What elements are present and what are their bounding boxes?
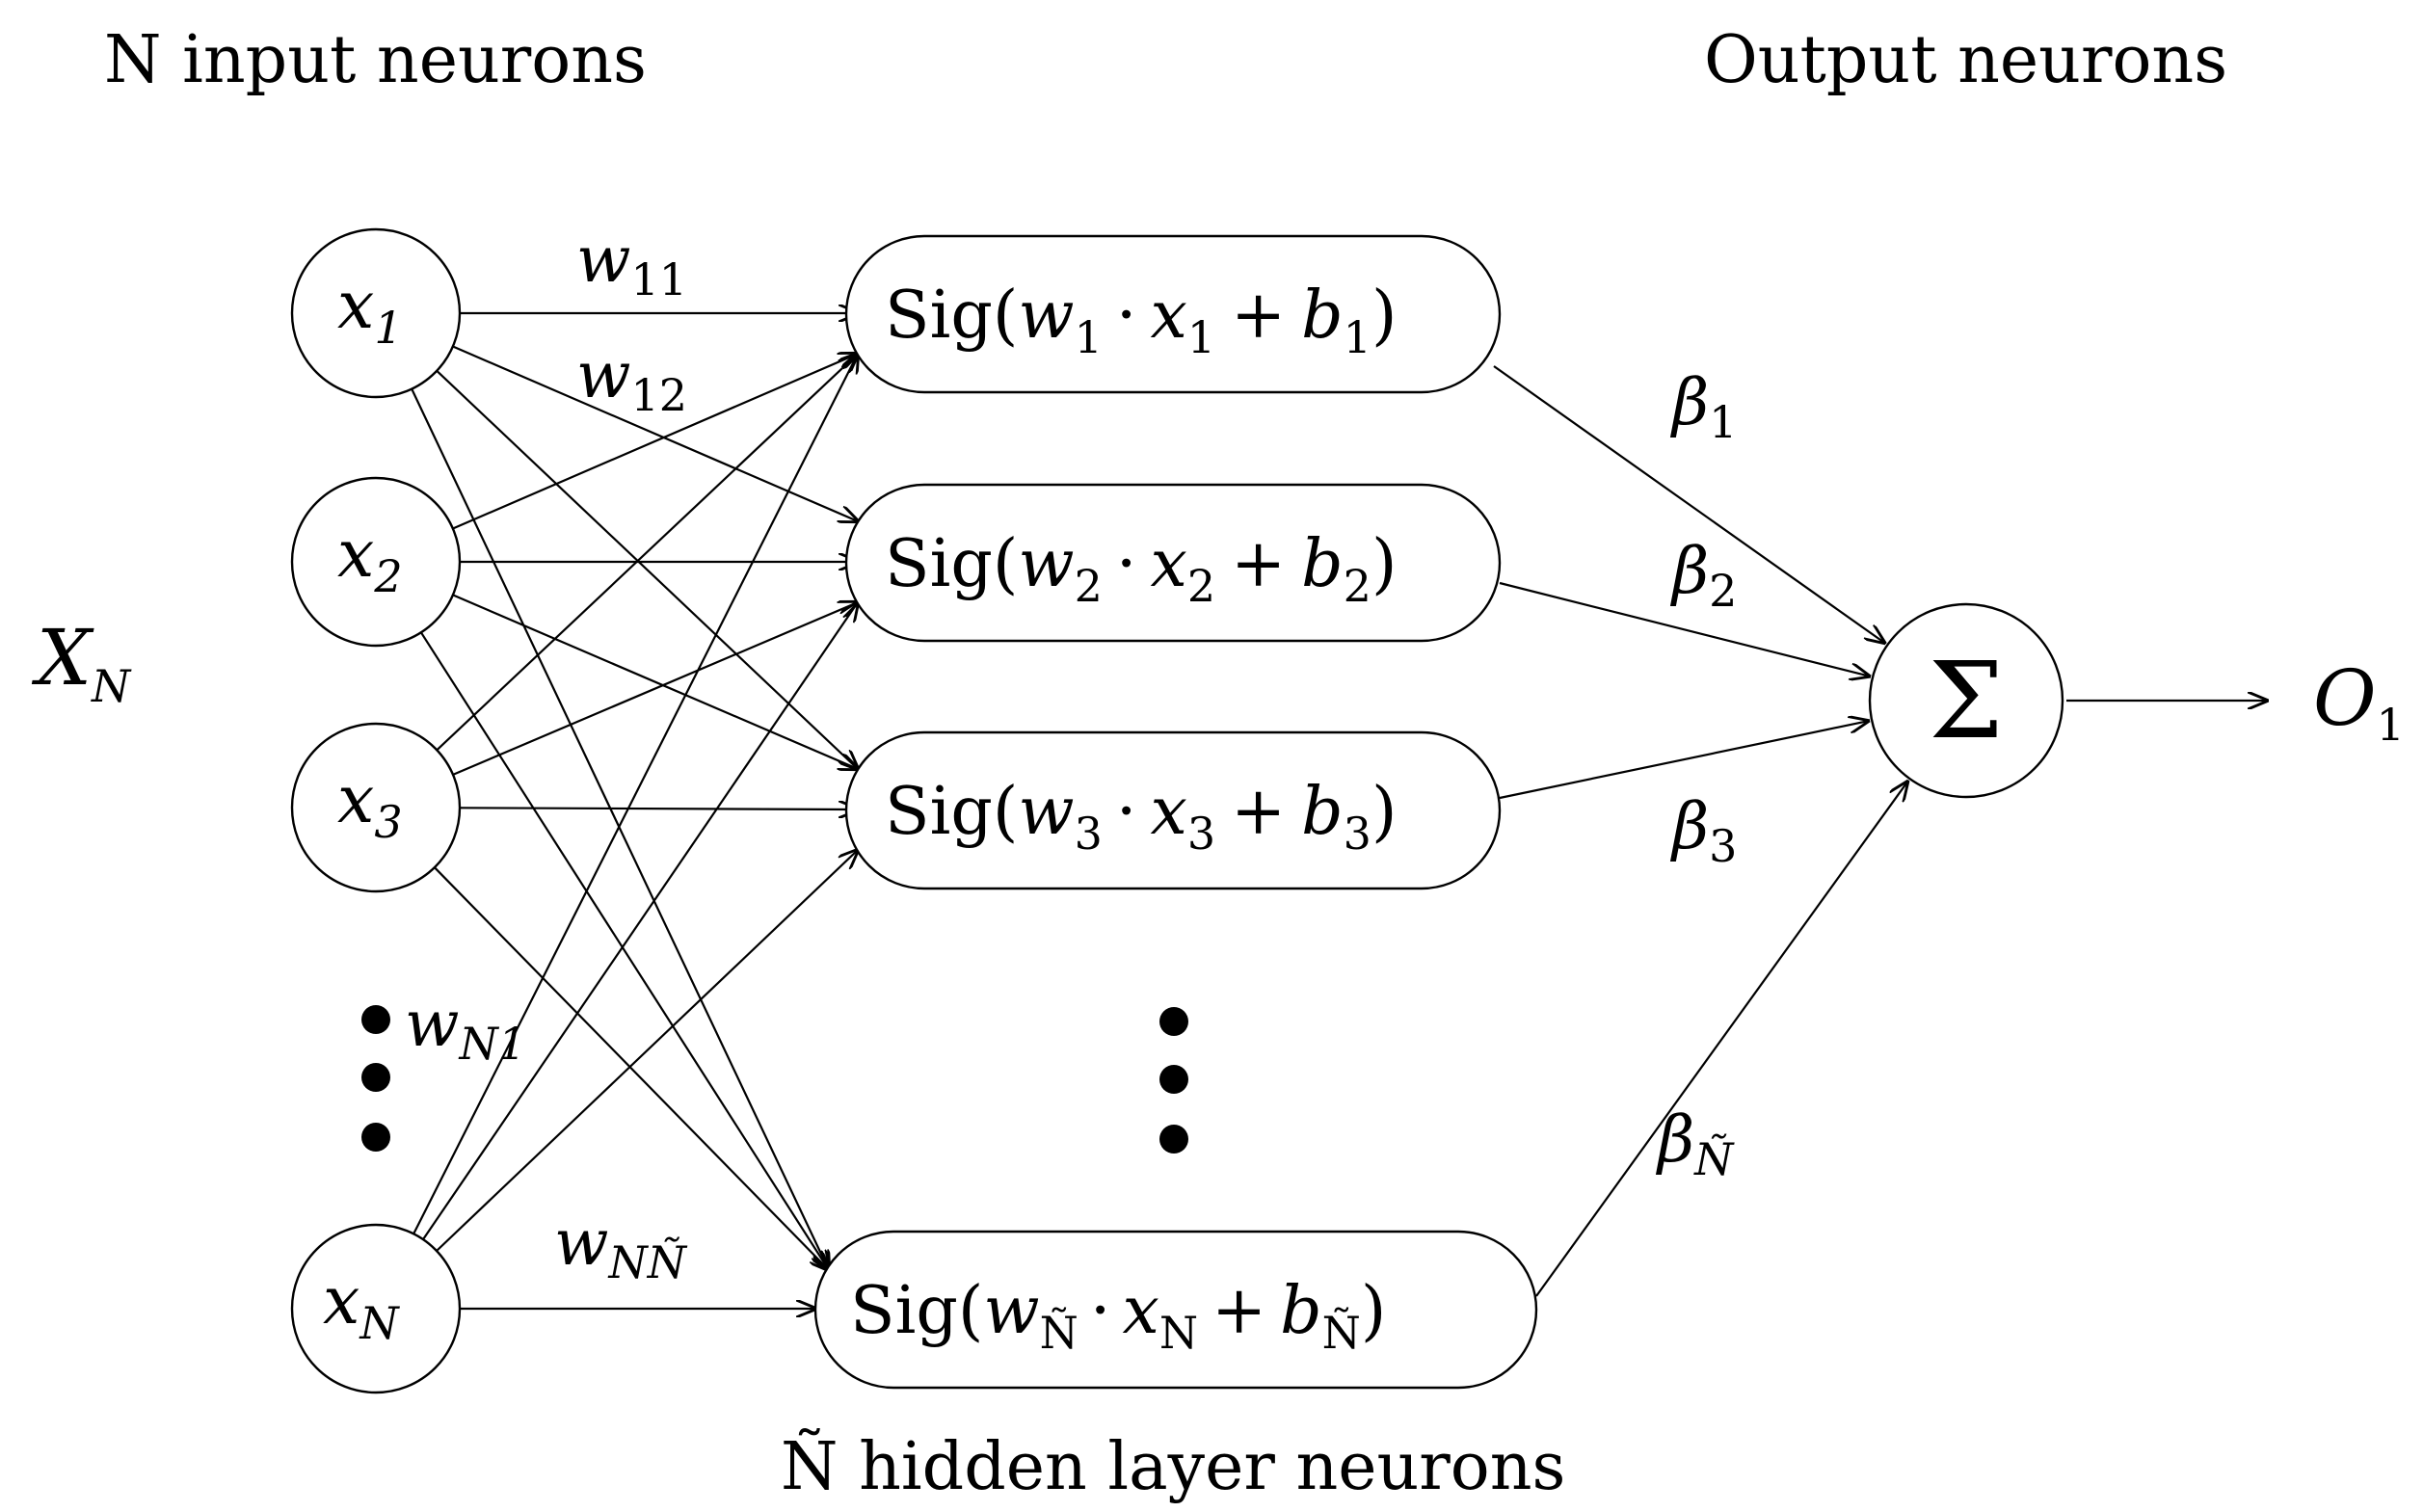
edge-hN-sum	[1535, 782, 1907, 1297]
output-weight-beta3: β3	[1669, 789, 1737, 872]
hidden-ellipsis	[1159, 1007, 1188, 1154]
svg-text:x3: x3	[337, 762, 403, 848]
input-node-x3: x3	[290, 722, 462, 893]
edge-x3-h3	[459, 808, 858, 809]
edge-x3-hN	[434, 866, 829, 1270]
weight-label-w11: w11	[576, 223, 687, 305]
edge-x1-hN	[411, 388, 829, 1270]
input-vector-label: XN	[31, 613, 132, 712]
hidden-layer: Sig(w1·x1+b1) Sig(w2·x2+b2) Sig(w3·x3+b3…	[813, 234, 1538, 1390]
input-layer: x1 x2 x3 xN	[290, 227, 462, 1394]
edge-x1-h3	[436, 370, 858, 769]
svg-text:Sig(w2·x2+b2): Sig(w2·x2+b2)	[885, 526, 1397, 612]
output-weight-beta2: β2	[1669, 534, 1737, 617]
output-weight-betaN: βÑ	[1655, 1102, 1735, 1185]
output-layer-heading: Output neurons	[1704, 22, 2227, 98]
edge-x3-h2	[452, 602, 858, 776]
output-weight-beta1: β1	[1669, 365, 1737, 448]
edge-x3-h1	[436, 354, 858, 752]
input-ellipsis	[361, 1005, 390, 1152]
weight-label-w12: w12	[576, 338, 687, 421]
hidden-node-1: Sig(w1·x1+b1)	[844, 234, 1502, 394]
input-layer-heading: N input neurons	[104, 22, 647, 98]
input-node-xN: xN	[290, 1223, 462, 1394]
svg-text:x1: x1	[337, 268, 403, 354]
svg-text:x2: x2	[337, 517, 403, 602]
input-to-hidden-edges	[411, 313, 858, 1309]
edge-h3-sum	[1499, 721, 1868, 800]
edge-xN-h1	[413, 354, 858, 1234]
hidden-layer-heading: Ñ hidden layer neurons	[781, 1429, 1565, 1505]
edge-x1-h2	[452, 345, 858, 522]
edge-xN-h3	[436, 850, 858, 1252]
svg-text:Sig(w3·x3+b3): Sig(w3·x3+b3)	[885, 774, 1397, 860]
edge-xN-h2	[422, 602, 858, 1240]
hidden-node-2: Sig(w2·x2+b2)	[844, 483, 1502, 643]
edge-x2-h3	[452, 594, 858, 769]
weight-label-wNN: wNÑ	[554, 1206, 688, 1288]
edge-x2-hN	[419, 631, 829, 1270]
sigma-symbol: Σ	[1929, 639, 2004, 762]
edge-x2-h1	[452, 354, 858, 530]
input-node-x1: x1	[290, 227, 462, 399]
weight-label-wN1: wN1	[405, 987, 526, 1070]
output-label: O1	[2313, 653, 2405, 751]
input-node-x2: x2	[290, 476, 462, 648]
sum-node: Σ	[1868, 602, 2064, 799]
edge-h1-sum	[1493, 365, 1884, 643]
svg-text:Sig(w1·x1+b1): Sig(w1·x1+b1)	[885, 278, 1397, 363]
edge-h2-sum	[1499, 581, 1869, 676]
svg-text:xN: xN	[323, 1263, 400, 1349]
hidden-to-output-edges	[1493, 365, 1907, 1297]
hidden-node-N: Sig(wÑ·xN+bÑ)	[813, 1230, 1538, 1390]
hidden-node-3: Sig(w3·x3+b3)	[844, 730, 1502, 890]
svg-text:Sig(wÑ·xN+bÑ): Sig(wÑ·xN+bÑ)	[850, 1273, 1386, 1359]
